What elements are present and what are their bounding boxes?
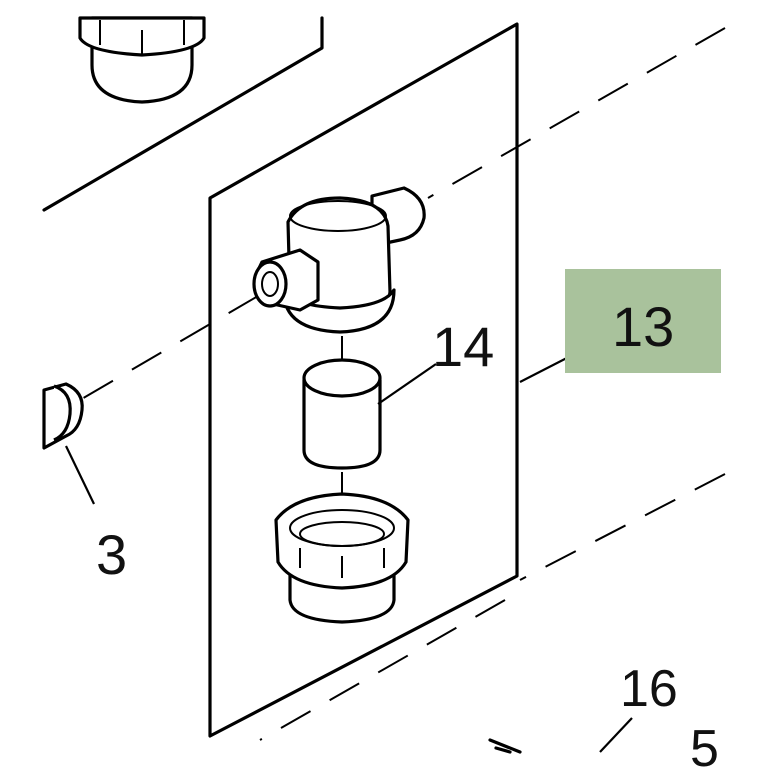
- callout-14: 14: [432, 315, 494, 378]
- callout-13-highlight: [565, 269, 721, 373]
- axis-line-lower-left: [259, 599, 506, 741]
- assembly-axis-lines: [79, 27, 726, 741]
- filter-housing-head: [252, 186, 426, 334]
- callout-16: 16: [620, 660, 678, 718]
- filter-bowl-nut: [274, 492, 410, 624]
- top-nut-fitting: [78, 16, 206, 104]
- callout-5: 5: [690, 720, 719, 768]
- kit-outline-panel: [208, 22, 519, 738]
- callout-13: 13: [612, 295, 674, 358]
- callout-3: 3: [96, 523, 127, 586]
- leader-16: [599, 717, 633, 753]
- leader-3: [65, 445, 95, 505]
- nozzle-part: [42, 382, 84, 450]
- background-panel-edge: [42, 16, 324, 212]
- leader-14: [377, 363, 437, 405]
- axis-line-upper-right: [427, 27, 726, 199]
- filter-cartridge: [302, 358, 382, 470]
- axis-line-upper-left: [79, 295, 259, 401]
- axis-line-lower-right: [519, 473, 726, 581]
- bottom-partial-part: [488, 738, 522, 754]
